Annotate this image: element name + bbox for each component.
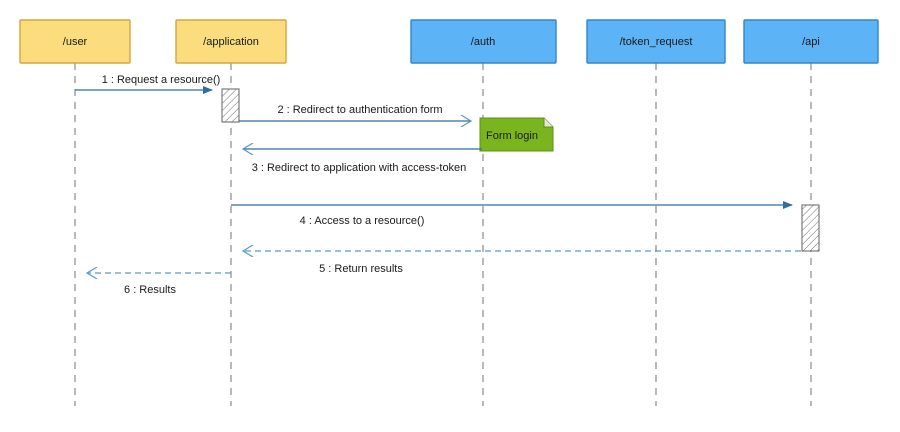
message-4-label: 4 : Access to a resource()	[300, 215, 425, 227]
lifeline-label-api: /api	[802, 36, 820, 48]
lifeline-label-token-request: /token_request	[620, 36, 693, 48]
lifeline-label-user: /user	[63, 36, 88, 48]
lifeline-head-api[interactable]: /api	[743, 19, 879, 64]
note-form-login-fold	[543, 118, 553, 128]
message-1-label: 1 : Request a resource()	[102, 74, 221, 86]
lifeline-head-auth[interactable]: /auth	[410, 19, 557, 64]
lifeline-box-token-request[interactable]	[586, 19, 726, 64]
message-2[interactable]: 2 : Redirect to authentication form	[239, 104, 471, 121]
lifeline-box-user[interactable]	[19, 19, 131, 64]
lifeline-head-token-request[interactable]: /token_request	[586, 19, 726, 64]
message-5[interactable]: 5 : Return results	[243, 251, 801, 275]
message-4[interactable]: 4 : Access to a resource()	[231, 201, 793, 227]
activation-bar-application	[221, 88, 240, 123]
activation-api	[801, 204, 820, 252]
activation-application	[221, 88, 240, 123]
lifeline-axes	[74, 63, 812, 406]
lifeline-box-api[interactable]	[743, 19, 879, 64]
message-3-label: 3 : Redirect to application with access-…	[252, 162, 467, 174]
lifeline-head-user[interactable]: /user	[19, 19, 131, 64]
message-6[interactable]: 6 : Results	[87, 273, 231, 296]
note-form-login-shape[interactable]	[479, 117, 554, 152]
lifeline-box-auth[interactable]	[410, 19, 557, 64]
message-6-label: 6 : Results	[124, 284, 176, 296]
lifeline-label-auth: /auth	[471, 36, 495, 48]
lifeline-box-application[interactable]	[175, 19, 287, 64]
message-1[interactable]: 1 : Request a resource()	[75, 74, 221, 94]
message-5-label: 5 : Return results	[319, 263, 403, 275]
lifeline-label-application: /application	[203, 36, 259, 48]
note-form-login-label: Form login	[486, 130, 538, 142]
note-form-login[interactable]: Form login	[479, 117, 554, 152]
message-2-label: 2 : Redirect to authentication form	[277, 104, 442, 116]
message-3[interactable]: 3 : Redirect to application with access-…	[243, 149, 482, 174]
activation-bar-api	[801, 204, 820, 252]
lifeline-head-application[interactable]: /application	[175, 19, 287, 64]
